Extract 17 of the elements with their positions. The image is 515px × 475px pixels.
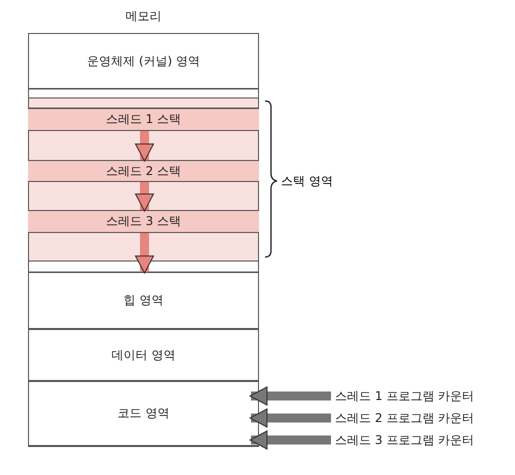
stack-band: 스레드 2 스택 <box>28 160 259 182</box>
memory-region: 코드 영역 <box>28 381 259 446</box>
arrow <box>250 430 331 450</box>
arrow <box>250 386 331 406</box>
arrow <box>135 182 154 212</box>
counter-label: 스레드 1 프로그램 카운터 <box>335 387 475 405</box>
arrow <box>135 233 154 274</box>
stack-band: 스레드 1 스택 <box>28 108 259 131</box>
counter-label: 스레드 3 프로그램 카운터 <box>335 431 475 449</box>
arrow <box>250 408 331 428</box>
stack-band: 스레드 3 스택 <box>28 210 259 233</box>
memory-title: 메모리 <box>124 8 162 25</box>
arrow <box>135 131 154 162</box>
counter-label: 스레드 2 프로그램 카운터 <box>335 409 475 427</box>
region-label: 스택 영역 <box>281 173 333 190</box>
memory-region: 데이터 영역 <box>28 329 259 381</box>
memory-region: 힙 영역 <box>28 272 259 329</box>
